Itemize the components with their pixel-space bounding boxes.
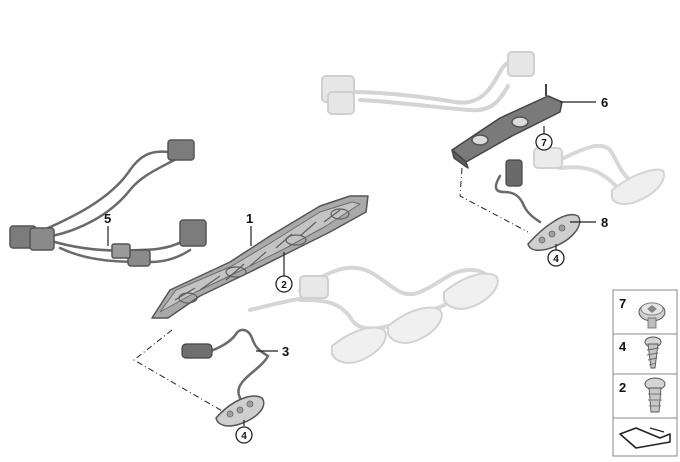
leader-lines xyxy=(107,101,596,426)
holder-bracket-part xyxy=(451,84,563,169)
callout-6: 6 xyxy=(601,95,608,110)
callout-4-right: 4 xyxy=(553,254,559,265)
courtesy-light-cable-right xyxy=(494,159,581,251)
callout-3: 3 xyxy=(282,344,289,359)
callout-4-left: 4 xyxy=(241,431,247,442)
carrier-bracket-part xyxy=(151,195,369,319)
callout-5: 5 xyxy=(104,211,111,226)
assembly-arrow-icon xyxy=(619,427,671,449)
legend-number-7: 7 xyxy=(619,296,626,311)
ghost-center-harness xyxy=(248,265,499,364)
assembly-lines xyxy=(133,167,529,413)
ghost-upper-harness xyxy=(321,51,535,115)
callout-7: 7 xyxy=(541,138,547,149)
callout-7-circle: 7 xyxy=(535,133,553,151)
self-tapping-screw-icon xyxy=(644,336,662,369)
callout-1: 1 xyxy=(246,211,253,226)
legend-number-4: 4 xyxy=(619,339,627,354)
courtesy-light-cable-left xyxy=(181,328,270,427)
ghost-right-harness xyxy=(533,143,665,205)
expanding-rivet-icon xyxy=(644,377,666,413)
callout-2: 2 xyxy=(281,280,287,291)
callout-4-circle-right: 4 xyxy=(547,249,565,267)
callout-2-circle: 2 xyxy=(275,275,293,293)
hardware-legend: 7 4 2 xyxy=(612,289,678,457)
callout-8: 8 xyxy=(601,215,608,230)
callout-4-circle-left: 4 xyxy=(235,426,253,444)
wiring-harness-part xyxy=(9,139,207,267)
torx-screw-icon xyxy=(638,302,666,329)
legend-number-2: 2 xyxy=(619,380,626,395)
